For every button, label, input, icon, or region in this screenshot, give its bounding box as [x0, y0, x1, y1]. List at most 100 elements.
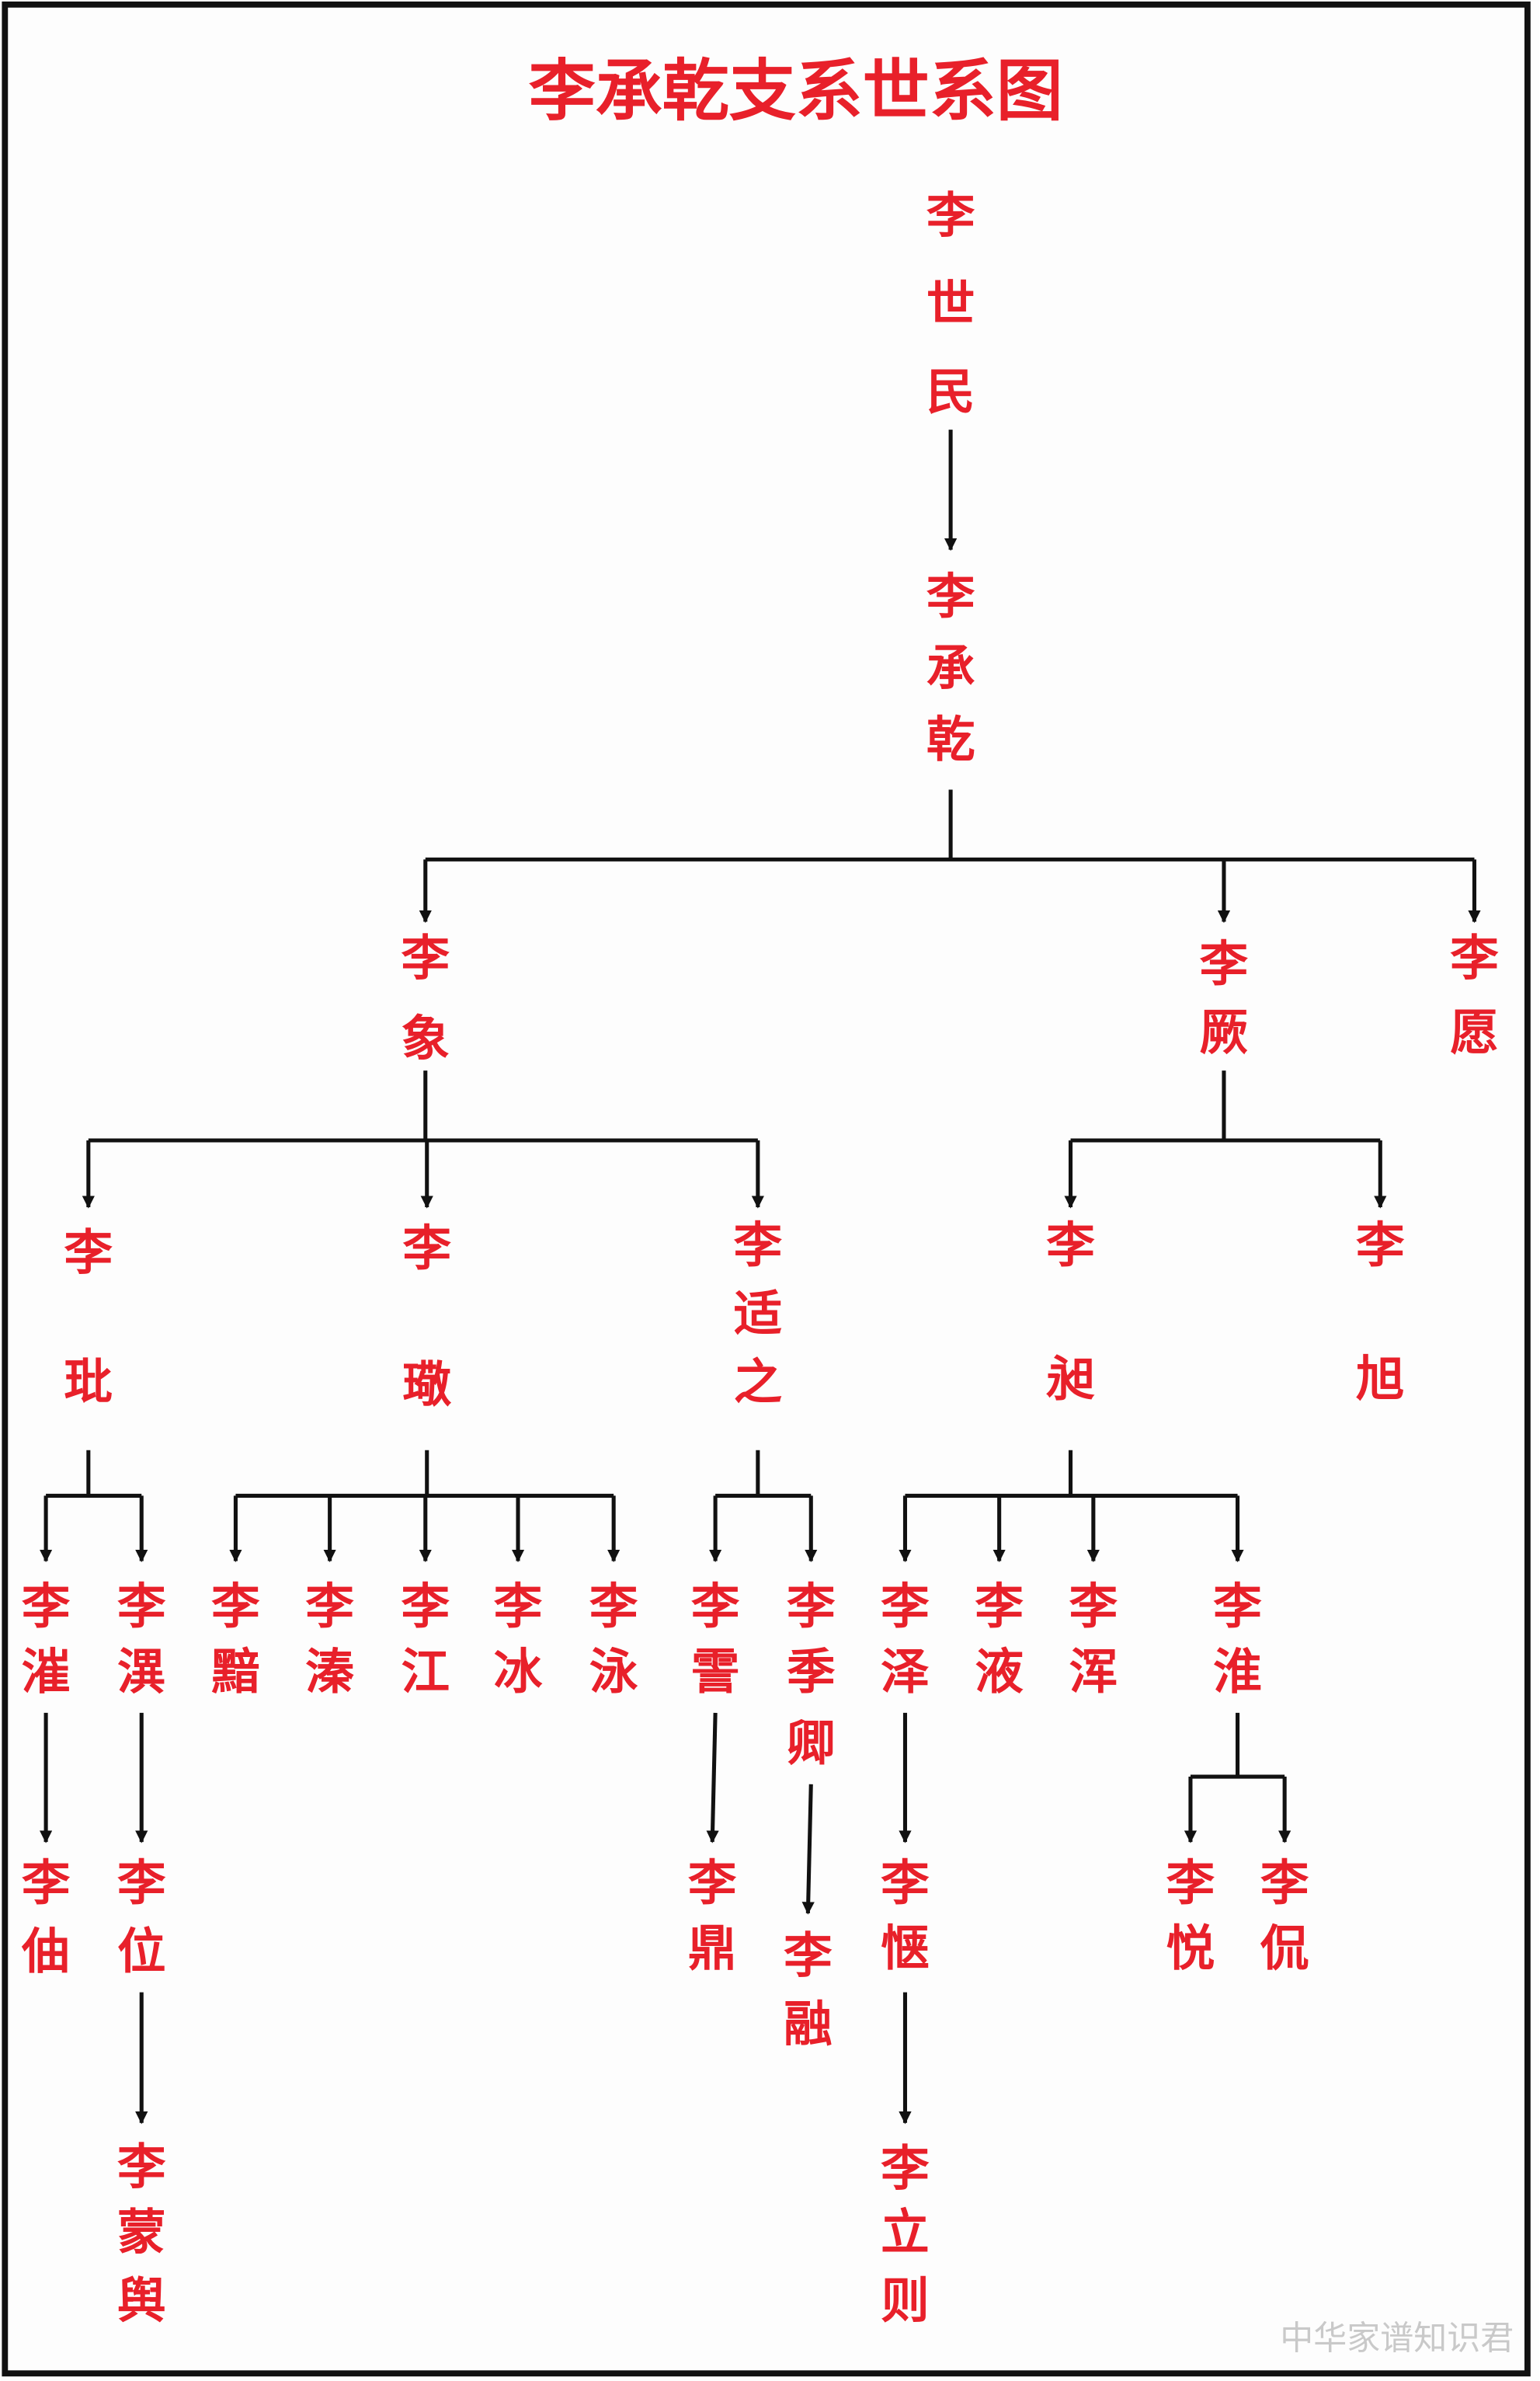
- person-name-char: 旭: [1356, 1350, 1405, 1407]
- person-name-char: 淮: [1213, 1644, 1262, 1700]
- person-name-char: 悦: [1166, 1920, 1215, 1976]
- person-name-char: 李: [401, 1579, 450, 1635]
- person-node-jue: 李厥: [1200, 936, 1249, 1061]
- person-name-char: 季: [787, 1644, 836, 1700]
- person-name-char: 李: [691, 1579, 740, 1635]
- person-node-hun: 李浑: [1069, 1579, 1118, 1700]
- person-name-char: 卿: [787, 1715, 836, 1772]
- person-node-ding: 李鼎: [688, 1854, 737, 1976]
- person-node-xu: 李旭: [1356, 1217, 1405, 1407]
- person-name-char: 李: [117, 1579, 166, 1635]
- person-node-yi: 李潩: [117, 1579, 166, 1700]
- connector-huai: [1184, 1712, 1291, 1843]
- person-node-qie: 李惬: [881, 1854, 930, 1976]
- connector-zha: [706, 1712, 719, 1843]
- person-name-char: 则: [881, 2272, 930, 2329]
- person-name-char: 伷: [21, 1923, 71, 1979]
- person-name-char: 江: [401, 1644, 450, 1700]
- person-name-char: 李: [734, 1217, 783, 1273]
- connector-jing: [229, 1450, 621, 1563]
- person-name-char: 璥: [402, 1356, 451, 1413]
- person-node-chengqian: 李承乾: [926, 569, 975, 768]
- person-name-char: 李: [402, 1220, 451, 1276]
- person-name-char: 潩: [117, 1644, 166, 1700]
- person-name-char: 李: [1213, 1579, 1262, 1635]
- arrow-line: [706, 1712, 719, 1843]
- person-name-char: 李: [401, 930, 450, 987]
- person-name-char: 霅: [691, 1644, 740, 1700]
- person-name-char: 鼎: [688, 1920, 737, 1976]
- connector-chang: [899, 1450, 1244, 1563]
- person-name-char: 李: [22, 1854, 71, 1911]
- diagram-title: 李承乾支系世系图: [529, 52, 1063, 130]
- person-name-char: 象: [401, 1011, 450, 1067]
- person-name-char: 惬: [881, 1920, 930, 1976]
- person-name-char: 舆: [117, 2272, 166, 2329]
- person-name-char: 李: [494, 1579, 543, 1635]
- person-name-char: 李: [1166, 1854, 1215, 1911]
- connector-shizhi: [708, 1450, 818, 1563]
- person-name-char: 李: [1200, 936, 1249, 993]
- person-node-an: 李黯: [211, 1579, 260, 1700]
- person-name-char: 溱: [305, 1644, 354, 1700]
- person-name-char: 立: [881, 2204, 930, 2261]
- connector-chengqian: [419, 789, 1481, 924]
- person-name-char: 李: [784, 1927, 833, 1984]
- person-name-char: 液: [975, 1644, 1024, 1700]
- person-name-char: 融: [784, 1996, 833, 2052]
- person-name-char: 昶: [1045, 1350, 1095, 1407]
- person-name-char: 民: [926, 364, 975, 420]
- person-name-char: 李: [1069, 1579, 1118, 1635]
- person-name-char: 李: [1356, 1217, 1405, 1273]
- person-name-char: 侃: [1260, 1920, 1309, 1976]
- person-node-rong: 李融: [784, 1927, 833, 2052]
- person-name-char: 李: [117, 2139, 166, 2195]
- person-name-char: 浑: [1069, 1644, 1118, 1700]
- person-node-zhen: 李溱: [305, 1579, 354, 1700]
- person-node-yuan: 李愿: [1450, 930, 1499, 1061]
- person-name-char: 承: [926, 640, 975, 697]
- person-node-wei: 李位: [117, 1854, 166, 1979]
- person-name-char: 李: [211, 1579, 260, 1635]
- person-name-char: 李: [305, 1579, 354, 1635]
- person-node-yue: 李悦: [1166, 1854, 1215, 1976]
- connector-xiang: [82, 1070, 764, 1209]
- person-name-char: 李: [881, 1854, 930, 1911]
- person-name-char: 李: [22, 1579, 71, 1635]
- person-node-ye: 李液: [975, 1579, 1024, 1700]
- person-name-char: 之: [734, 1353, 783, 1410]
- person-name-char: 李: [881, 2140, 930, 2197]
- person-name-char: 李: [1046, 1217, 1095, 1273]
- person-node-mengyu: 李蒙舆: [117, 2139, 166, 2329]
- person-node-yong: 李泳: [589, 1579, 638, 1700]
- person-name-char: 位: [117, 1923, 166, 1979]
- arrow-line: [801, 1784, 815, 1915]
- person-name-char: 李: [688, 1854, 737, 1911]
- person-name-char: 李: [1260, 1854, 1309, 1911]
- person-name-char: 李: [787, 1579, 836, 1635]
- person-node-shimin: 李世民: [926, 187, 975, 420]
- person-name-char: 厥: [1200, 1004, 1249, 1061]
- person-node-huai: 李淮: [1213, 1579, 1262, 1700]
- person-name-char: 愿: [1450, 1004, 1499, 1061]
- person-node-cui: 李漼: [22, 1579, 71, 1700]
- connector-lines: [39, 430, 1481, 2125]
- person-name-char: 黯: [211, 1644, 260, 1700]
- person-node-kan: 李侃: [1260, 1854, 1309, 1976]
- person-name-char: 世: [926, 275, 975, 332]
- connector-pi: [39, 1450, 148, 1563]
- person-name-char: 李: [1450, 930, 1499, 987]
- person-name-char: 冰: [494, 1644, 543, 1700]
- person-name-char: 李: [881, 1579, 930, 1635]
- person-node-bing: 李冰: [494, 1579, 543, 1700]
- person-name-char: 李: [589, 1579, 638, 1635]
- person-name-char: 乾: [926, 711, 975, 768]
- person-node-chang: 李昶: [1045, 1217, 1095, 1407]
- person-name-char: 玭: [64, 1353, 113, 1410]
- person-name-char: 李: [64, 1224, 113, 1281]
- person-node-jing: 李璥: [402, 1220, 451, 1413]
- person-name-char: 李: [926, 569, 975, 625]
